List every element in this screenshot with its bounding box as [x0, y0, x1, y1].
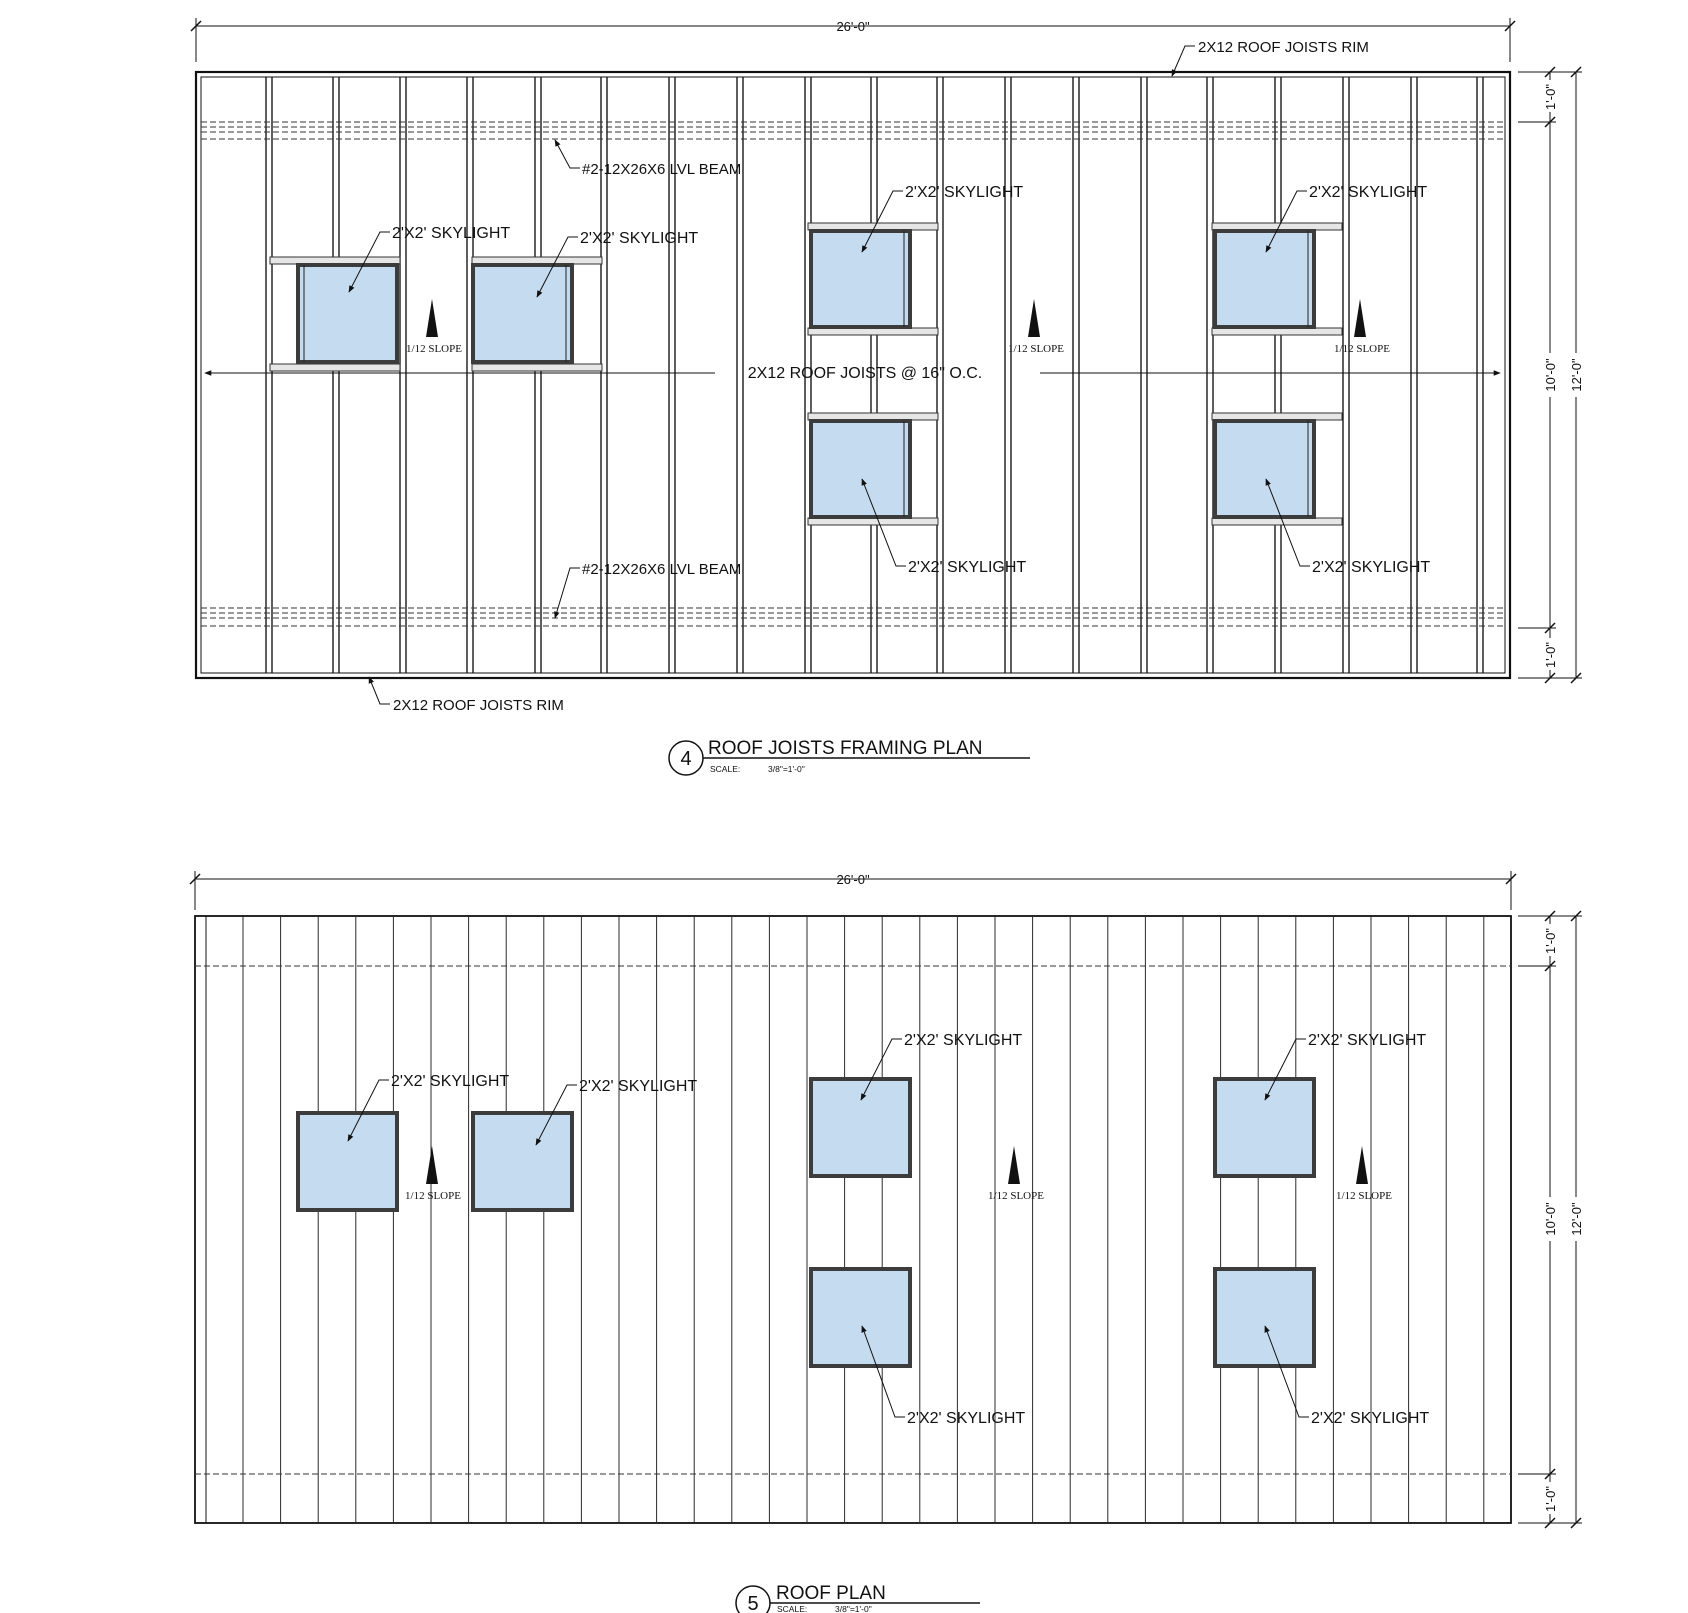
- framing-width-dimension: [190, 18, 1516, 62]
- skylight-label: 2'X2' SKYLIGHT: [392, 225, 510, 242]
- slope-arrow-icon: [426, 299, 438, 337]
- slope-arrow-icon: [426, 1146, 438, 1184]
- dim-total: 12'-0": [1569, 1202, 1584, 1236]
- detail-number: 4: [680, 748, 691, 770]
- rim-label-top: 2X12 ROOF JOISTS RIM: [1198, 39, 1369, 56]
- roof-width-dimension: [189, 871, 1517, 910]
- dim-edge-bottom: 1'-0": [1543, 642, 1558, 668]
- skylight-label: 2'X2' SKYLIGHT: [580, 230, 698, 247]
- skylight-label: 2'X2' SKYLIGHT: [907, 1410, 1025, 1427]
- slope-label: 1/12 SLOPE: [1334, 343, 1390, 355]
- skylight: [1213, 1077, 1316, 1178]
- skylight: [1213, 419, 1316, 519]
- skylight-label: 2'X2' SKYLIGHT: [904, 1032, 1022, 1049]
- skylight-headers: [269, 222, 1343, 526]
- rim-label-bottom: 2X12 ROOF JOISTS RIM: [393, 697, 564, 714]
- slope-arrow-icon: [1354, 299, 1366, 337]
- plan-title: ROOF JOISTS FRAMING PLAN: [708, 738, 982, 759]
- slope-label: 1/12 SLOPE: [405, 1190, 461, 1202]
- roof-width-dim-text: 26'-0": [836, 872, 870, 887]
- skylight: [296, 1111, 399, 1212]
- slope-label: 1/12 SLOPE: [988, 1190, 1044, 1202]
- roof-edge-dashed: [195, 965, 1511, 1475]
- skylight: [809, 419, 912, 519]
- dim-middle: 10'-0": [1543, 358, 1558, 392]
- roof-slope-arrows: [426, 1146, 1368, 1184]
- skylight: [1213, 1267, 1316, 1368]
- slope-arrow-icon: [1356, 1146, 1368, 1184]
- lvl-beam-label-top: #2-12X26X6 LVL BEAM: [582, 161, 741, 178]
- framing-leaders: [348, 45, 1310, 705]
- dim-middle: 10'-0": [1543, 1202, 1558, 1236]
- skylight-label: 2'X2' SKYLIGHT: [579, 1078, 697, 1095]
- scale-label: SCALE:: [777, 1604, 807, 1613]
- skylight-label: 2'X2' SKYLIGHT: [1309, 184, 1427, 201]
- skylight-label: 2'X2' SKYLIGHT: [1311, 1410, 1429, 1427]
- slope-arrow-icon: [1008, 1146, 1020, 1184]
- skylight-label: 2'X2' SKYLIGHT: [908, 559, 1026, 576]
- dim-total: 12'-0": [1569, 358, 1584, 392]
- dim-edge-top: 1'-0": [1543, 928, 1558, 954]
- framing-skylights: [296, 229, 1316, 519]
- skylight: [809, 229, 912, 329]
- detail-number: 5: [747, 1593, 758, 1613]
- plan-title: ROOF PLAN: [776, 1583, 886, 1604]
- roof-plan: 26'-0" 1/12 SLOPE 1/12 SLO: [189, 871, 1585, 1613]
- skylight: [809, 1077, 912, 1178]
- skylight: [1213, 229, 1316, 329]
- framing-title-block: 4 ROOF JOISTS FRAMING PLAN SCALE: 3/8"=1…: [668, 738, 1030, 776]
- scale-label: SCALE:: [710, 764, 740, 774]
- dim-edge-bottom: 1'-0": [1543, 1486, 1558, 1512]
- lvl-beam-bottom: [201, 607, 1505, 627]
- skylight: [471, 1111, 574, 1212]
- slope-label: 1/12 SLOPE: [406, 343, 462, 355]
- skylight: [809, 1267, 912, 1368]
- dim-edge-top: 1'-0": [1543, 84, 1558, 110]
- skylight: [471, 263, 574, 364]
- skylight-label: 2'X2' SKYLIGHT: [905, 184, 1023, 201]
- slope-arrow-icon: [1028, 299, 1040, 337]
- lvl-beam-top: [201, 121, 1505, 140]
- roof-outline: [194, 915, 1512, 1524]
- slope-label: 1/12 SLOPE: [1336, 1190, 1392, 1202]
- framing-plan: 26'-0": [190, 18, 1585, 776]
- lvl-beam-label-bottom: #2-12X26X6 LVL BEAM: [582, 561, 741, 578]
- skylight: [296, 263, 399, 364]
- scale-value: 3/8"=1'-0": [835, 1604, 872, 1613]
- framing-width-dim-text: 26'-0": [836, 19, 870, 34]
- slope-arrows: [426, 299, 1366, 337]
- roof-panel-seams: [242, 916, 1485, 1523]
- skylight-label: 2'X2' SKYLIGHT: [1308, 1032, 1426, 1049]
- skylight-label: 2'X2' SKYLIGHT: [391, 1073, 509, 1090]
- scale-value: 3/8"=1'-0": [768, 764, 805, 774]
- joists-spacing-label: 2X12 ROOF JOISTS @ 16" O.C.: [748, 365, 982, 382]
- framing-joists: [265, 77, 1484, 673]
- skylight-label: 2'X2' SKYLIGHT: [1312, 559, 1430, 576]
- slope-label: 1/12 SLOPE: [1008, 343, 1064, 355]
- roof-leaders: [347, 1038, 1309, 1418]
- roof-skylights: [296, 1077, 1316, 1368]
- framing-outer-rim: [194, 70, 1512, 680]
- roof-title-block: 5 ROOF PLAN SCALE: 3/8"=1'-0": [735, 1583, 980, 1613]
